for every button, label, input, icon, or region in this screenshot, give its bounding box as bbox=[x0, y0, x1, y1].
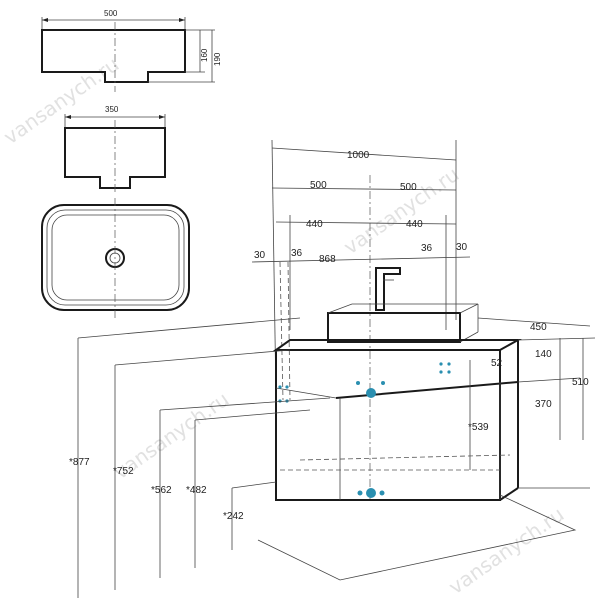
sink-side-view: 500 160 190 bbox=[41, 9, 222, 92]
cabinet-width-dims: 1000 500 500 440 440 30 36 868 36 30 bbox=[251, 139, 471, 500]
watermark-1: vansanych.ru bbox=[0, 52, 123, 149]
sink-plan-view bbox=[41, 198, 190, 320]
sink-front-view: 350 bbox=[64, 105, 166, 195]
dim-sink-front-width: 350 bbox=[105, 105, 119, 114]
dim-depth: 450 bbox=[530, 322, 547, 333]
dim-height-752: *752 bbox=[113, 466, 134, 477]
dim-height-877: *877 bbox=[69, 457, 90, 468]
dim-body-height: 370 bbox=[535, 399, 552, 410]
watermark-4: vansanych.ru bbox=[444, 502, 568, 599]
dim-edge-right: 30 bbox=[456, 242, 468, 253]
drain-marker-bottom bbox=[366, 488, 376, 498]
dim-height-562: *562 bbox=[151, 485, 172, 496]
height-dims: *877 *752 *562 *482 *242 bbox=[69, 317, 331, 598]
dim-offset-right: 36 bbox=[421, 243, 433, 254]
dim-sink-width: 500 bbox=[104, 9, 118, 18]
dim-drawer-gap: 52 bbox=[491, 358, 503, 369]
dim-inner-span: 868 bbox=[319, 254, 336, 265]
dim-inner-left: 440 bbox=[306, 219, 323, 230]
dim-half-right: 500 bbox=[400, 182, 417, 193]
dim-inner-right: 440 bbox=[406, 219, 423, 230]
dim-edge-left: 30 bbox=[254, 250, 266, 261]
dim-inner-height: *539 bbox=[468, 422, 489, 433]
dim-height-242: *242 bbox=[223, 511, 244, 522]
faucet-and-basin bbox=[327, 267, 479, 343]
cabinet-side-dims: 450 140 370 510 52 *539 bbox=[468, 317, 596, 489]
dim-offset-left: 36 bbox=[291, 248, 303, 259]
watermarks: vansanych.ru vansanych.ru vansanych.ru v… bbox=[0, 52, 568, 599]
dim-sink-height-outer: 190 bbox=[213, 52, 222, 66]
drain-marker-top bbox=[366, 388, 376, 398]
dim-sink-height-inner: 160 bbox=[200, 48, 209, 62]
dim-countertop: 140 bbox=[535, 349, 552, 360]
dim-half-left: 500 bbox=[310, 180, 327, 191]
dim-total-height: 510 bbox=[572, 377, 589, 388]
dim-height-482: *482 bbox=[186, 485, 207, 496]
dim-total-width: 1000 bbox=[347, 150, 370, 161]
watermark-2: vansanych.ru bbox=[339, 162, 463, 259]
